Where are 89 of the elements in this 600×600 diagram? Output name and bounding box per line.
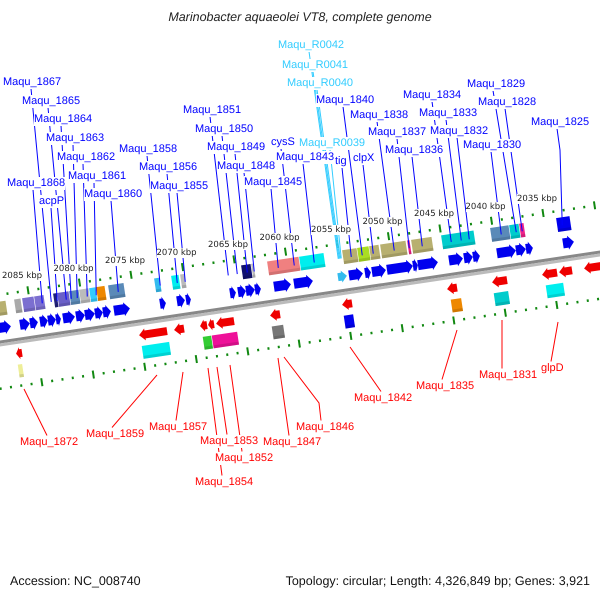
gene-label: Maqu_1872 [20, 436, 78, 448]
gene-label: Maqu_R0042 [278, 38, 344, 52]
leader-line [412, 156, 423, 247]
leader-line [446, 119, 462, 241]
scale-label: 2065 kbp [208, 240, 248, 250]
scale-label: 2050 kbp [362, 217, 403, 228]
gene-label: Maqu_1868 [7, 176, 66, 190]
leader-line [176, 192, 186, 282]
gene-label: Maqu_1857 [149, 420, 208, 434]
gene-label: Maqu_1836 [385, 144, 444, 156]
gene-label: Maqu_1856 [139, 160, 198, 174]
gene-label: Maqu_1835 [416, 380, 474, 392]
footer-text: Topology: circular; Length: 4,326,849 bp; Genes: 3,921 [286, 574, 590, 588]
scale-label: 2080 kbp [54, 264, 94, 274]
leader-line [302, 163, 315, 263]
gene-label: Maqu_1831 [479, 368, 538, 382]
gene-label: Maqu_1840 [316, 94, 374, 106]
gene-label: Maqu_R0040 [287, 76, 354, 90]
gene-label: tig [335, 154, 347, 168]
gene-label: Maqu_1828 [478, 96, 536, 108]
leader-line [342, 167, 352, 258]
gene-label: Maqu_1847 [263, 436, 322, 448]
gene-label: clpX [353, 152, 374, 164]
leader-line [490, 151, 502, 235]
gene-label: Maqu_1854 [195, 476, 254, 488]
gene-label: Maqu_1830 [463, 138, 522, 152]
leader-line [556, 128, 563, 226]
gene-label: Maqu_1845 [244, 176, 302, 188]
gene-label: Maqu_1852 [215, 452, 274, 464]
leader-line [270, 188, 279, 268]
leader-line [278, 358, 290, 436]
gene-label: Maqu_1843 [276, 150, 334, 164]
gene-label: Maqu_1825 [531, 116, 590, 128]
scale-label: 2045 kbp [414, 209, 454, 220]
gene-label: Maqu_R0039 [299, 136, 366, 150]
leader-line [456, 137, 470, 240]
leader-line [362, 164, 374, 254]
gene-label: Maqu_1867 [3, 76, 62, 88]
leader-line [442, 330, 458, 380]
leader-line [244, 172, 255, 272]
gene-label: Maqu_1864 [34, 112, 92, 126]
leader-line [94, 182, 97, 296]
gene-label: Maqu_1837 [368, 126, 426, 138]
leader-line [216, 366, 228, 435]
leader-line [396, 138, 410, 249]
leader-line [110, 200, 119, 292]
gene-label: Maqu_1842 [354, 392, 412, 404]
leader-line [550, 322, 558, 362]
leader-line [284, 356, 322, 421]
gene-label: Maqu_1858 [119, 142, 178, 156]
gene-label: Maqu_1848 [217, 160, 276, 172]
gene-label: Maqu_1838 [350, 108, 408, 122]
scale-label: 2040 kbp [466, 202, 506, 212]
map-title: Marinobacter aquaeolei VT8, complete genome [167, 10, 433, 24]
leader-line [146, 155, 161, 286]
gene-label: Maqu_1851 [183, 104, 242, 116]
leader-line [112, 374, 158, 428]
leader-line [32, 189, 43, 304]
scale-label: 2075 kbp [105, 256, 146, 266]
gene-label: Maqu_1853 [200, 434, 258, 448]
gene-label: glpD [541, 362, 564, 374]
gene-label: Maqu_1832 [430, 124, 488, 138]
leader-line [176, 372, 184, 421]
gene-label: Maqu_1859 [86, 428, 144, 440]
gene-label: Maqu_1855 [150, 180, 208, 192]
gene-label: cysS [271, 136, 295, 148]
scale-label: 2055 kbp [311, 224, 352, 235]
gene-label: Maqu_1860 [84, 188, 142, 200]
scale-label: 2035 kbp [517, 194, 558, 204]
leader-line [50, 207, 58, 302]
gene-label: Maqu_1846 [296, 420, 354, 434]
scale-label: 2070 kbp [156, 248, 197, 258]
gene-label: Maqu_1861 [68, 170, 126, 182]
gene-label: acpP [39, 194, 64, 208]
leader-line [350, 346, 382, 392]
leader-line [24, 388, 48, 436]
gene-label: Maqu_1865 [22, 94, 80, 108]
gene-label: Maqu_1834 [403, 88, 462, 102]
gene-label: Maqu_1850 [195, 122, 254, 136]
footer-text: Accession: NC_008740 [10, 574, 141, 588]
gene-label: Maqu_1829 [467, 78, 526, 90]
gene-label: Maqu_1849 [207, 140, 266, 154]
gene-label: Maqu_R0041 [282, 58, 348, 72]
scale-label: 2085 kbp [2, 271, 42, 282]
gene-label: Maqu_1863 [46, 132, 104, 144]
gene-label: Maqu_1862 [57, 150, 116, 164]
gene-label: Maqu_1833 [419, 106, 478, 120]
leader-line [342, 106, 363, 256]
scale-label: 2060 kbp [260, 232, 300, 243]
